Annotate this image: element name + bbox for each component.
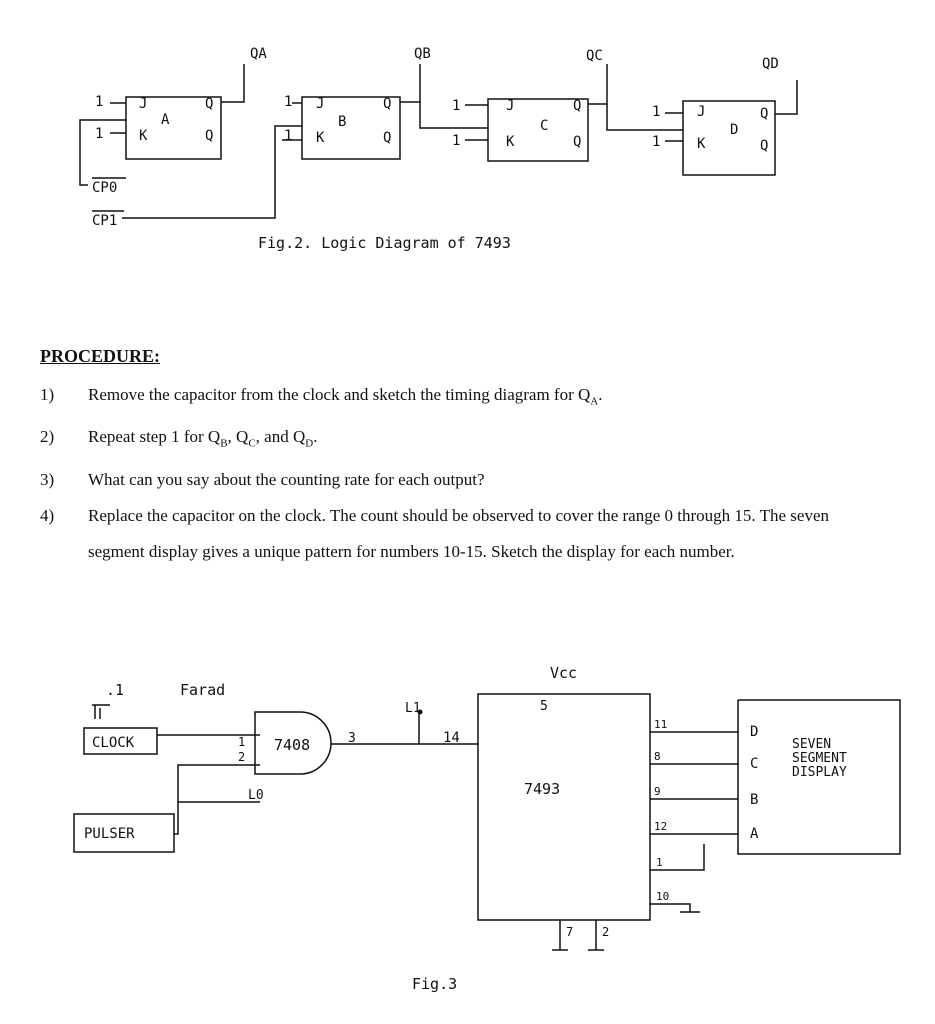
- fig3-circuit-diagram: .1 Farad CLOCK PULSER 7408 1 2 3 L1 L0 1…: [73, 664, 901, 993]
- step-text: What can you say about the counting rate…: [88, 469, 485, 489]
- step-text: Remove the capacitor from the clock and …: [88, 385, 591, 404]
- ff-c-qbar: Q: [573, 134, 581, 150]
- ff-a-k-input: 1: [95, 126, 103, 142]
- out-pin-d: 11: [654, 718, 667, 731]
- fig2-logic-diagram: QA QB QC QD 1 1 J K A Q Q 1 1 J K B Q Q …: [79, 46, 798, 252]
- step-text: Replace the capacitor on the clock. The …: [88, 505, 829, 561]
- qd-label: QD: [762, 56, 779, 72]
- ff-c-j-input: 1: [452, 98, 460, 114]
- display-line-3: DISPLAY: [792, 765, 847, 780]
- ff-a-k: K: [139, 128, 148, 144]
- ff-c-k-input: 1: [452, 133, 460, 149]
- l1-label: L1: [405, 701, 421, 716]
- ff-d-q: Q: [760, 106, 768, 122]
- ff-d-k-input: 1: [652, 134, 660, 150]
- cp0-label: CP0: [92, 180, 117, 196]
- step-text: .: [313, 427, 318, 447]
- procedure-step-2: 2) Repeat step 1 for QB, QC, and QD.: [40, 426, 900, 454]
- step-text: Repeat step 1 for Q: [88, 427, 221, 447]
- ff-b-k: K: [316, 130, 325, 146]
- ff-c-name: C: [540, 118, 548, 134]
- procedure-step-1: 1) Remove the capacitor from the clock a…: [40, 384, 900, 412]
- display-line-2: SEGMENT: [792, 751, 847, 766]
- step-text: , and Q: [255, 427, 306, 447]
- vcc-label: Vcc: [550, 664, 577, 682]
- ff-c-q: Q: [573, 98, 581, 114]
- procedure-steps: 1) Remove the capacitor from the clock a…: [40, 384, 900, 584]
- qa-label: QA: [250, 46, 267, 62]
- reset-pin-1: 1: [656, 856, 663, 869]
- step-number: 4): [40, 505, 55, 525]
- subscript: C: [248, 437, 256, 450]
- ff-b-q: Q: [383, 96, 391, 112]
- gnd-pin-7: 7: [566, 925, 573, 939]
- gate-in2: 2: [238, 750, 245, 764]
- ff-d-j-input: 1: [652, 104, 660, 120]
- step-number: 3): [40, 469, 55, 489]
- step-text: .: [598, 385, 603, 404]
- clock-label: CLOCK: [92, 735, 135, 751]
- cp1-label: CP1: [92, 213, 117, 229]
- subscript: B: [220, 437, 228, 450]
- fig2-caption: Fig.2. Logic Diagram of 7493: [258, 234, 511, 252]
- subscript: D: [305, 437, 314, 450]
- l0-label: L0: [248, 788, 264, 803]
- out-pin-c: 8: [654, 750, 661, 763]
- ff-a-j-input: 1: [95, 94, 103, 110]
- subscript: A: [590, 395, 599, 408]
- gnd-pin-2: 2: [602, 925, 609, 939]
- ff-a-j: J: [139, 96, 147, 112]
- display-input-a: A: [750, 826, 759, 842]
- procedure-step-4: 4) Replace the capacitor on the clock. T…: [40, 498, 868, 570]
- display-line-1: SEVEN: [792, 737, 831, 752]
- step-number: 2): [40, 427, 55, 447]
- ff-d-name: D: [730, 122, 738, 138]
- pin-14: 14: [443, 730, 460, 746]
- ff-d-k: K: [697, 136, 706, 152]
- display-input-b: B: [750, 792, 758, 808]
- capacitor-value: .1: [106, 681, 124, 699]
- procedure-heading: PROCEDURE:: [40, 346, 160, 366]
- gate-in1: 1: [238, 735, 245, 749]
- capacitor-unit: Farad: [180, 681, 225, 699]
- qb-label: QB: [414, 46, 431, 62]
- ff-c-j: J: [506, 98, 514, 114]
- fig3-caption: Fig.3: [412, 975, 457, 993]
- ff-b-name: B: [338, 114, 346, 130]
- ff-d-qbar: Q: [760, 138, 768, 154]
- out-pin-a: 12: [654, 820, 667, 833]
- procedure-step-3: 3) What can you say about the counting r…: [40, 469, 900, 491]
- ff-b-j-input: 1: [284, 94, 292, 110]
- ff-a-name: A: [161, 112, 170, 128]
- reset-pin-10: 10: [656, 890, 669, 903]
- step-number: 1): [40, 385, 55, 404]
- out-pin-b: 9: [654, 785, 661, 798]
- qc-label: QC: [586, 48, 603, 64]
- display-input-c: C: [750, 756, 758, 772]
- vcc-pin: 5: [540, 699, 548, 714]
- gate-out: 3: [348, 731, 356, 746]
- gate-label: 7408: [274, 736, 310, 754]
- display-input-d: D: [750, 724, 758, 740]
- ff-b-k-input: 1: [284, 128, 292, 144]
- ff-c-k: K: [506, 134, 515, 150]
- chip-label: 7493: [524, 780, 560, 798]
- ff-a-q: Q: [205, 96, 213, 112]
- ff-d-j: J: [697, 104, 705, 120]
- ff-b-j: J: [316, 96, 324, 112]
- ff-a-qbar: Q: [205, 128, 213, 144]
- step-text: , Q: [227, 427, 249, 447]
- pulser-label: PULSER: [84, 826, 135, 842]
- ff-b-qbar: Q: [383, 130, 391, 146]
